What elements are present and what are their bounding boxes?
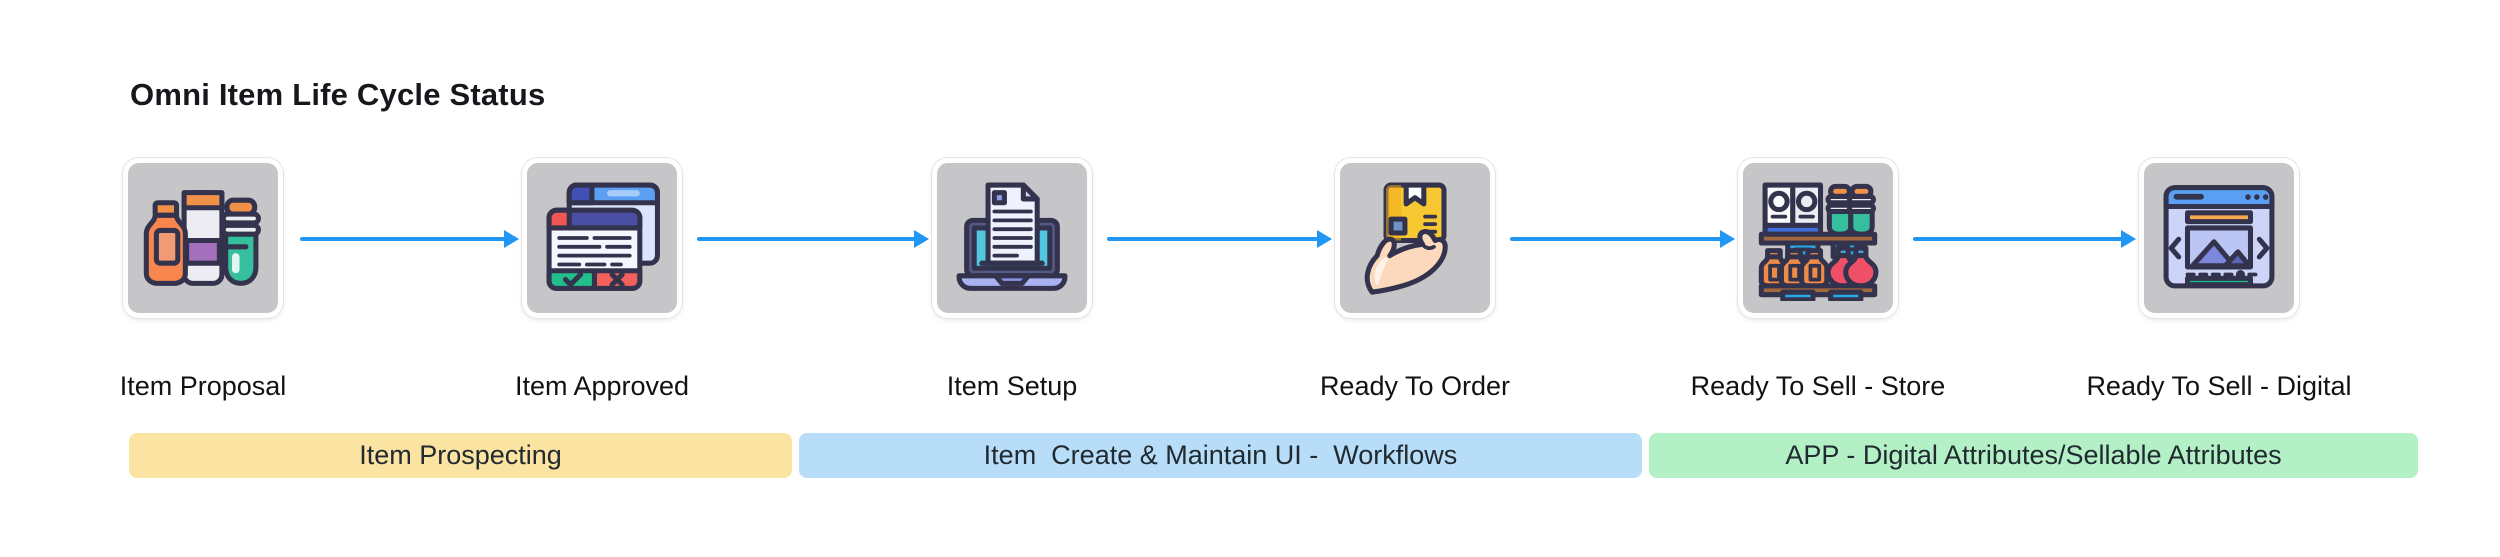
stage-label-ready-to-sell-digital: Ready To Sell - Digital xyxy=(2086,371,2352,401)
stage-label-ready-to-order: Ready To Order xyxy=(1319,371,1511,401)
flow-arrow-2 xyxy=(697,237,926,241)
stage-label-item-setup: Item Setup xyxy=(946,371,1078,401)
page-title: Omni Item Life Cycle Status xyxy=(130,76,546,112)
stage-label-ready-to-sell-store: Ready To Sell - Store xyxy=(1690,371,1946,401)
stage-card-item-setup xyxy=(932,158,1092,318)
laptop-document-icon xyxy=(956,182,1068,291)
flow-arrow-3 xyxy=(1107,237,1329,241)
stage-card-item-proposal xyxy=(123,158,283,318)
grocery-bottles-icon xyxy=(143,190,261,286)
phase-band-create-maintain-ui: Item Create & Maintain UI - Workflows xyxy=(799,433,1642,478)
stage-label-item-proposal: Item Proposal xyxy=(119,371,287,401)
web-gallery-icon xyxy=(2163,185,2275,289)
flow-arrow-1 xyxy=(300,237,516,241)
phase-band-item-prospecting: Item Prospecting xyxy=(129,433,792,478)
approved-windows-icon xyxy=(546,182,660,291)
hand-holding-box-icon xyxy=(1364,182,1448,295)
stage-card-item-approved xyxy=(522,158,682,318)
flow-arrow-5 xyxy=(1913,237,2133,241)
store-shelf-icon xyxy=(1758,182,1879,301)
stage-label-item-approved: Item Approved xyxy=(514,371,690,401)
stage-card-ready-to-sell-digital xyxy=(2139,158,2299,318)
phase-band-app-digital-attrs: APP - Digital Attributes/Sellable Attrib… xyxy=(1649,433,2418,478)
flow-arrow-4 xyxy=(1510,237,1732,241)
stage-card-ready-to-order xyxy=(1335,158,1495,318)
stage-card-ready-to-sell-store xyxy=(1738,158,1898,318)
